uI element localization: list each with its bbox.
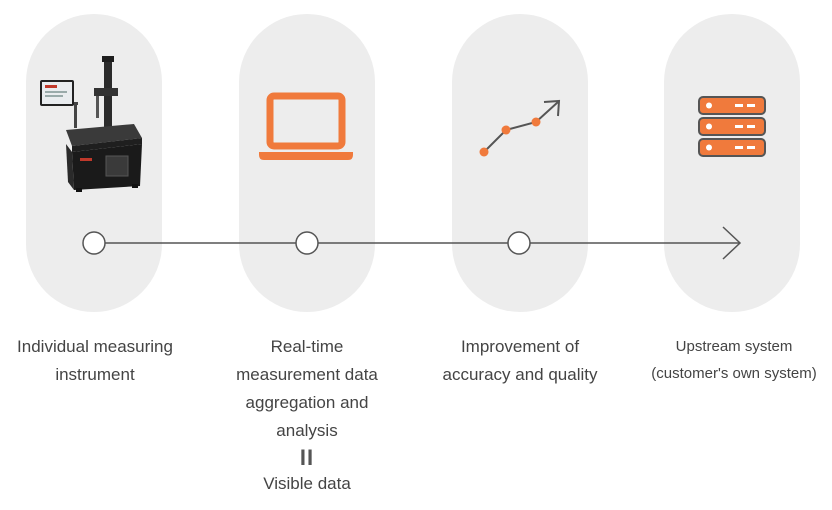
step-2-label-line: Real-time (270, 337, 344, 356)
step-3-label-line: accuracy and quality (442, 365, 598, 384)
step-3-label-line: Improvement of (460, 337, 580, 356)
step-4-label-line: (customer's own system) (651, 365, 817, 382)
step-1-label-line: instrument (55, 365, 135, 384)
trend-chart-icon (479, 99, 561, 157)
timeline-arrow (82, 226, 742, 260)
step-2-label-line: aggregation and (245, 393, 369, 412)
step-3-label: Improvement of accuracy and quality (425, 333, 615, 389)
step-2-label: Real-time measurement data aggregation a… (212, 333, 402, 499)
step-1-label-line: Individual measuring (17, 337, 173, 356)
step-4-background (664, 14, 800, 312)
step-1-label: Individual measuring instrument (0, 333, 190, 389)
laptop-icon (259, 92, 353, 160)
step-2-background (239, 14, 375, 312)
step-4-label: Upstream system (customer's own system) (636, 333, 832, 387)
timeline-node-3 (507, 231, 531, 255)
equals-mark: II (299, 445, 315, 470)
step-3-background (452, 14, 588, 312)
step-4-label-line: Upstream system (675, 338, 793, 355)
server-icon (698, 96, 766, 157)
visible-data-label: Visible data (263, 474, 351, 493)
step-2-label-line: analysis (276, 421, 338, 440)
timeline-node-1 (82, 231, 106, 255)
measuring-instrument-icon (40, 56, 142, 192)
step-2-label-line: measurement data (236, 365, 378, 384)
timeline-node-2 (295, 231, 319, 255)
